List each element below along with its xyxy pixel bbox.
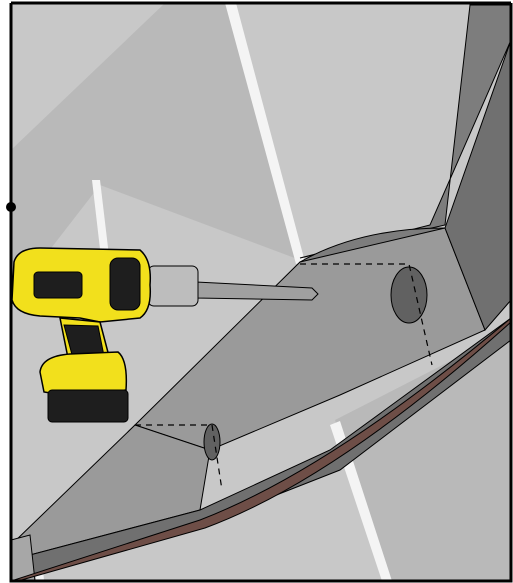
tile-gap-1: [225, 3, 305, 264]
pivot-dot-icon: [6, 202, 16, 212]
guide-line-lower: [135, 424, 223, 491]
drill-battery-base: [47, 389, 129, 423]
guide-lines: [135, 263, 433, 491]
beam-left-end: [11, 534, 36, 581]
panel-frame: [9, 3, 513, 583]
wall-upper-left-tile: [11, 3, 300, 300]
guide-line-upper: [300, 263, 433, 366]
drill-vent: [33, 271, 83, 299]
hole-icon: [390, 266, 428, 324]
trim-strip: [11, 317, 511, 581]
wall-lower-right-tile: [335, 330, 511, 581]
beam-top-surface: [299, 4, 511, 259]
drill-chuck: [147, 265, 199, 307]
wall-upper-right-tile: [240, 3, 505, 260]
beam-right-face: [444, 39, 511, 331]
drill-icon: [11, 247, 319, 423]
hole-icon: [203, 423, 221, 461]
drill-collar: [109, 257, 141, 311]
drill-battery: [39, 351, 128, 397]
beam-lower-face: [11, 424, 211, 561]
